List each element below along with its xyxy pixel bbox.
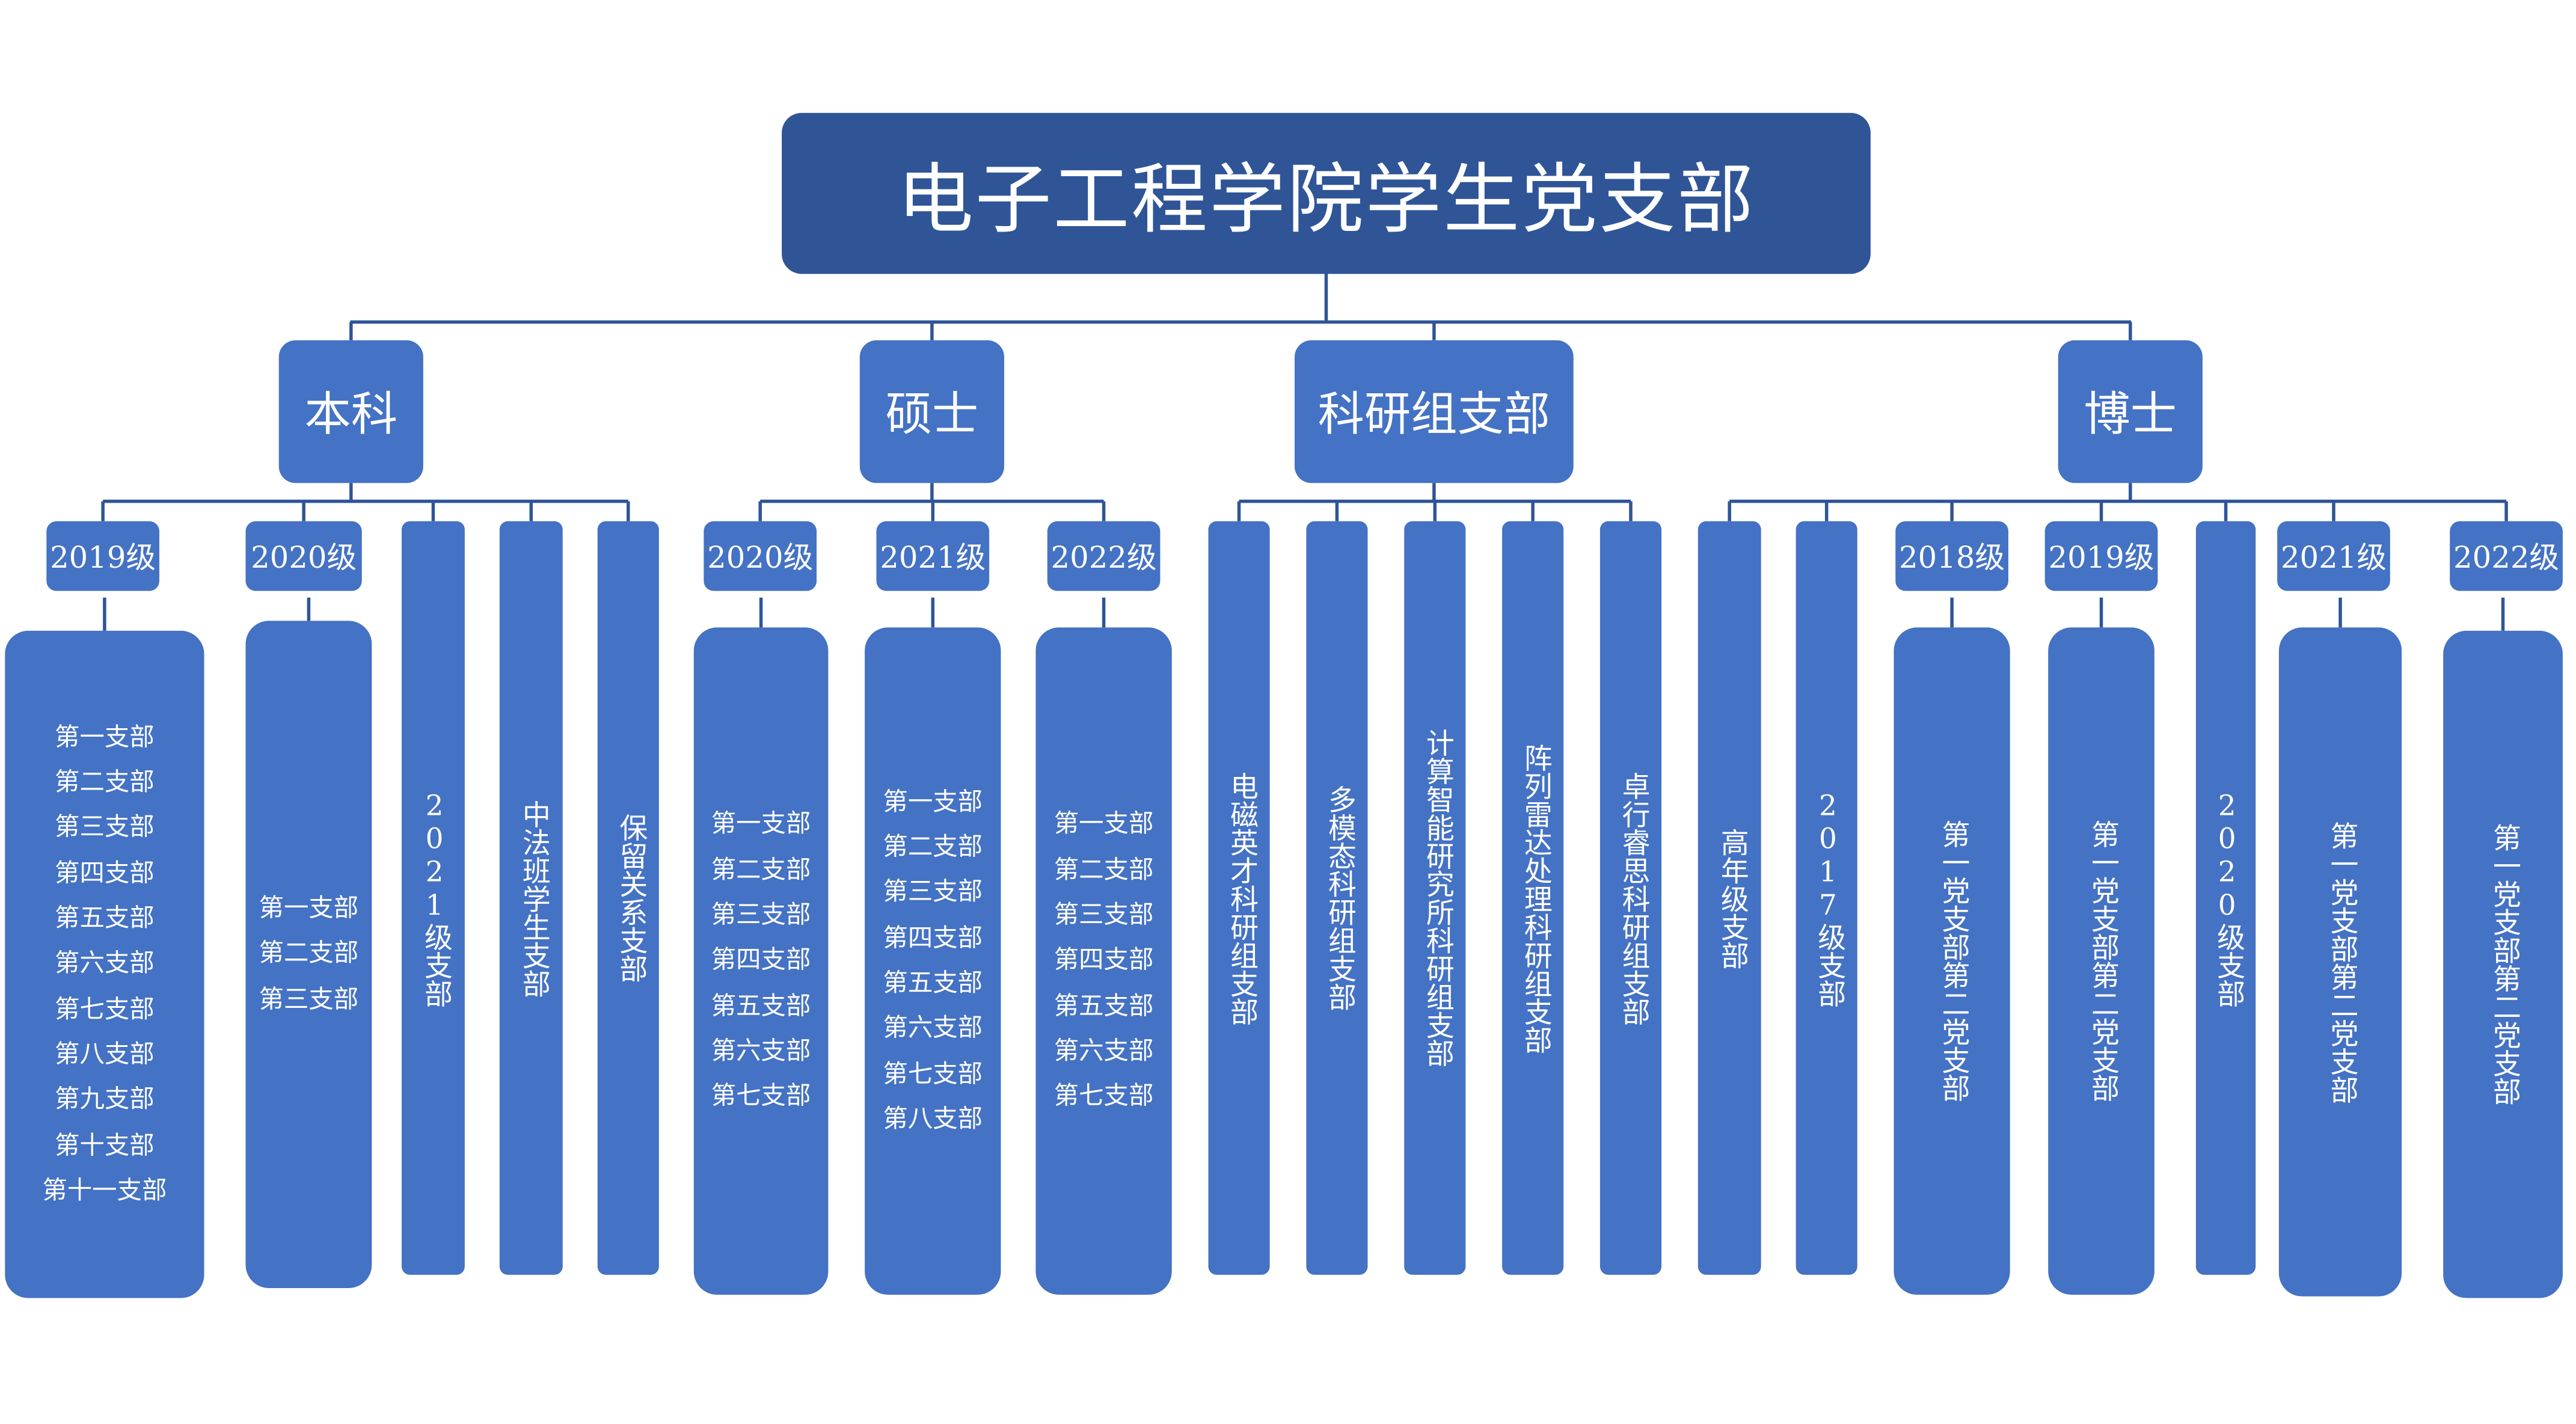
branch-list-node: 第一党支部第二党支部: [2048, 627, 2154, 1295]
branch-item: 第八支部: [883, 1103, 983, 1134]
branch-node: 计算智能研究所科研组支部: [1404, 521, 1466, 1275]
group-node-2: 科研组支部: [1295, 340, 1574, 483]
branch-item: 第五支部: [1053, 990, 1154, 1020]
branch-item: 第一党支部: [1935, 820, 1969, 962]
grade-node: 2022级: [1047, 521, 1161, 591]
branch-list-node: 第一支部第二支部第三支部第四支部第五支部第六支部第七支部: [1035, 627, 1172, 1295]
branch-list-node: 第一支部第二支部第三支部第四支部第五支部第六支部第七支部第八支部: [865, 627, 1001, 1295]
branch-item: 第四支部: [711, 945, 811, 975]
branch-item: 第二支部: [259, 938, 359, 969]
group-node-1: 硕士: [859, 340, 1004, 483]
branch-item: 第六支部: [1053, 1036, 1154, 1066]
branch-node: 多模态科研组支部: [1306, 521, 1368, 1275]
root-node-title: 电子工程学院学生党支部: [782, 112, 1871, 274]
branch-node: 高年级支部: [1697, 521, 1761, 1275]
branch-node: 卓行睿思科研组支部: [1599, 521, 1662, 1275]
branch-item: 第四支部: [883, 922, 983, 953]
branch-item: 第二支部: [1053, 854, 1154, 885]
branch-item: 第二党支部: [2486, 964, 2520, 1106]
branch-node: 2017级支部: [1796, 521, 1857, 1275]
branch-item: 第三支部: [259, 983, 359, 1014]
branch-item: 第七支部: [55, 993, 155, 1024]
grade-node: 2022级: [2450, 521, 2563, 591]
branch-item: 第二党支部: [2323, 962, 2357, 1103]
branch-list-node: 第一党支部第二党支部: [1894, 627, 2010, 1295]
branch-item: 第二支部: [55, 767, 155, 797]
branch-item: 第二党支部: [1935, 961, 1969, 1102]
branch-item: 第二支部: [883, 832, 983, 862]
branch-node: 2020级支部: [2195, 521, 2256, 1275]
branch-list-node: 第一支部第二支部第三支部: [245, 621, 372, 1288]
branch-item: 第七支部: [711, 1081, 811, 1111]
branch-node: 电磁英才科研组支部: [1208, 521, 1270, 1275]
branch-item: 第八支部: [55, 1039, 155, 1069]
branch-item: 第一党支部: [2486, 823, 2520, 965]
branch-list-node: 第一支部第二支部第三支部第四支部第五支部第六支部第七支部第八支部第九支部第十支部…: [5, 630, 204, 1298]
branch-item: 第九支部: [55, 1084, 155, 1114]
branch-item: 第六支部: [711, 1036, 811, 1066]
branch-item: 第五支部: [883, 968, 983, 998]
branch-item: 第一支部: [259, 893, 359, 923]
branch-item: 第六支部: [55, 948, 155, 978]
grade-node: 2019级: [46, 521, 159, 591]
branch-list-node: 第一党支部第二党支部: [2443, 630, 2563, 1298]
branch-item: 第十支部: [55, 1129, 155, 1160]
grade-node: 2020级: [704, 521, 817, 591]
branch-list-node: 第一党支部第二党支部: [2278, 627, 2402, 1297]
branch-item: 第一支部: [55, 722, 155, 752]
branch-node: 中法班学生支部: [499, 521, 563, 1275]
branch-item: 第七支部: [1053, 1081, 1154, 1111]
branch-item: 第一党支部: [2323, 820, 2357, 962]
branch-node: 2021级支部: [401, 521, 465, 1275]
branch-item: 第三支部: [711, 900, 811, 930]
branch-item: 第七支部: [883, 1058, 983, 1088]
grade-node: 2019级: [2044, 521, 2158, 591]
branch-list-node: 第一支部第二支部第三支部第四支部第五支部第六支部第七支部: [693, 627, 829, 1295]
branch-item: 第六支部: [883, 1013, 983, 1043]
branch-item: 第一支部: [1053, 809, 1154, 839]
grade-node: 2020级: [245, 521, 362, 591]
branch-item: 第一党支部: [2084, 820, 2118, 962]
group-node-3: 博士: [2058, 340, 2203, 483]
branch-item: 第三支部: [1053, 900, 1154, 930]
branch-item: 第二党支部: [2084, 961, 2118, 1102]
branch-item: 第五支部: [711, 990, 811, 1020]
grade-node: 2021级: [2277, 521, 2390, 591]
branch-item: 第一支部: [711, 809, 811, 839]
branch-node: 阵列雷达处理科研组支部: [1502, 521, 1564, 1275]
branch-node: 保留关系支部: [597, 521, 659, 1275]
branch-item: 第四支部: [1053, 945, 1154, 975]
branch-item: 第三支部: [883, 877, 983, 907]
branch-item: 第一支部: [883, 786, 983, 817]
branch-item: 第五支部: [55, 903, 155, 933]
grade-node: 2021级: [876, 521, 990, 591]
branch-item: 第三支部: [55, 812, 155, 842]
branch-item: 第十一支部: [42, 1174, 167, 1205]
grade-node: 2018级: [1895, 521, 2008, 591]
group-node-0: 本科: [278, 340, 423, 483]
branch-item: 第四支部: [55, 858, 155, 888]
branch-item: 第二支部: [711, 854, 811, 885]
